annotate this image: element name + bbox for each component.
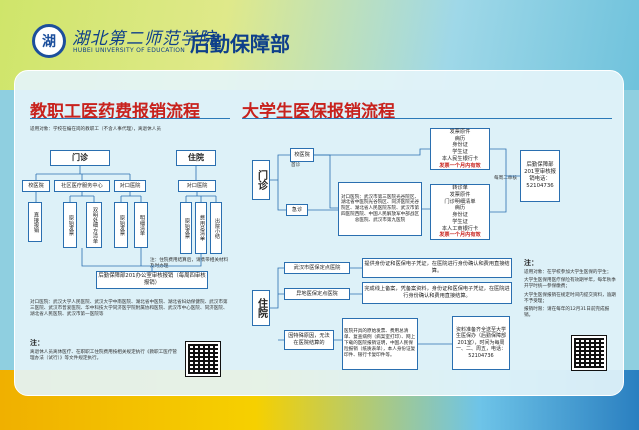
left-branch-clinic: 校医院	[22, 180, 50, 192]
right-node-emergency: 急诊	[286, 204, 308, 216]
left-section-title: 教职工医药费报销流程	[30, 102, 200, 122]
left-note-title: 注：	[30, 339, 44, 347]
right-note-item: 适用对象：在学校参加大学生医保的学生；	[524, 270, 612, 275]
right-note-item: 报销时限：请在每年的12月31日前完成报销。	[524, 306, 610, 319]
left-outpatient-box: 门诊	[50, 150, 110, 166]
right-in-row-2: 异地医保定点医院	[284, 288, 350, 300]
left-branch-partner: 对口医院	[114, 180, 146, 192]
right-office-box: 后勤保障部201室审核报销电话：52104736	[520, 150, 560, 202]
right-weekly-review: 每周二审核	[494, 176, 517, 181]
right-in-text-1: 提供身份证和医保电子凭证，在医院进行身份确认和费用直接结算。	[362, 258, 512, 278]
left-flow-note: 注：住院费用结算后，请携带相关材料及时办理	[150, 258, 229, 270]
right-in-text-3: 医院开具的原始发票、费用总清单、复查病例（病案室打印）、网上下载的医院报销证明，…	[342, 318, 418, 370]
left-title-rule	[30, 118, 230, 119]
right-qr-code[interactable]	[571, 335, 607, 371]
left-hosp-col-3: 出院小结	[210, 202, 222, 254]
left-community-col-3: 原始发票	[114, 202, 128, 248]
right-in-row-3: 因特殊原因，无法在医院结算的	[284, 330, 334, 350]
right-note-title: 注：	[524, 259, 538, 267]
right-note-item: 大学生医保用医疗保险有效期半年，每年秋季开学时统一参保缴费；	[524, 278, 616, 290]
left-partner-text: 对口医院：武汉大学人民医院、武汉大学中南医院、湖北省中医院、湖北省妇幼保健院、武…	[30, 300, 228, 318]
right-notes-list: 适用对象：在学校参加大学生医保的学生； 大学生医保用医疗保险有效期半年，每年秋季…	[524, 270, 616, 319]
left-community-col-2: 双明处细方清单	[86, 202, 102, 248]
left-community-col-1: 原始发票	[63, 202, 77, 248]
right-inpatient-label: 住院	[252, 290, 270, 326]
left-note-text: 离退休人员离休医疗、在职职工住院费用按相关规定执行《教职工医疗管理办法（试行）》…	[30, 350, 178, 362]
left-review-box: 后勤保障部201办公室审核报销（每周四审核报销）	[96, 271, 208, 289]
left-qr-code[interactable]	[185, 341, 221, 377]
right-in-text-2: 完成线上备案，凭备案资料，身份证和医保电子凭证，在医院进行身份确认和费用直接结算…	[362, 282, 512, 304]
right-docs-a: 发票原件 病历 身份证 学生证 本人民生银行卡 发票一个月内有效	[430, 128, 490, 170]
left-inpatient-box: 住院	[176, 150, 216, 166]
right-node-clinic: 校医院	[290, 148, 314, 162]
left-hosp-col-1: 原始发票	[180, 202, 192, 254]
department-title: 后勤保障部	[190, 32, 290, 56]
right-in-office: 资料准备齐全送至大学生医保办（后勤保障部201室），时间为每周一、二、周五，电话…	[452, 316, 510, 370]
school-name-cn: 湖北第二师范学院	[72, 29, 216, 49]
left-direct-box: 直接报销	[28, 202, 42, 242]
right-title-rule	[242, 118, 612, 119]
left-scope: 适用对象：学校在编在岗的教职工（不含人事代理），离退休人员	[30, 127, 161, 132]
right-outpatient-label: 门诊	[252, 160, 270, 200]
right-partner-hospitals: 对口医院：武汉市第三医院光谷院区、湖北省中医院光谷院区、同济医院光谷院区、湖北省…	[338, 182, 422, 236]
right-node-first: 首诊	[291, 163, 301, 168]
school-name-en: HUBEI UNIVERSITY OF EDUCATION	[73, 47, 186, 54]
left-inpatient-partner: 对口医院	[178, 180, 216, 192]
right-in-row-1: 武汉市医保定点医院	[284, 262, 350, 274]
right-docs-b: 转诊单 发票原件 门诊明细清单 病历 身份证 学生证 本人工商银行卡 发票一个月…	[430, 184, 490, 240]
left-branch-community: 社区医疗服务中心	[54, 180, 110, 192]
right-section-title: 大学生医保报销流程	[242, 102, 395, 122]
right-note-item: 大学生医保报销在规定时间内提交资料，逾期不予受理；	[524, 292, 616, 304]
school-logo-icon: 湖	[32, 24, 66, 58]
left-hosp-col-2: 费用总清单	[195, 202, 207, 254]
left-community-col-4: 明细清单	[134, 202, 148, 248]
